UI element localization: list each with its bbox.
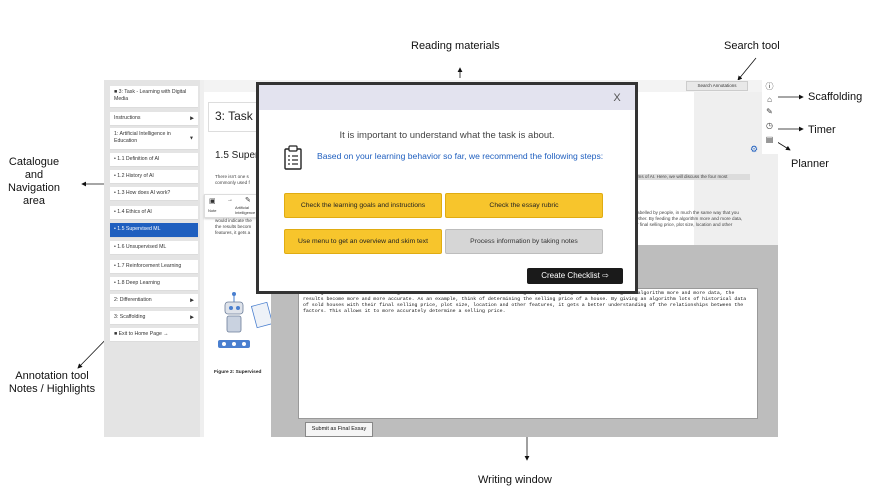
sidebar-item-task[interactable]: ■ 3: Task - Learning with Digital Media xyxy=(110,86,198,108)
callout-annotation: Annotation tool Notes / Highlights xyxy=(8,370,96,395)
checklist-icon xyxy=(284,145,302,170)
annotation-popup: ▣ Note → ✎ Artificial Intelligence xyxy=(204,194,260,218)
submit-final-essay-button[interactable]: Submit as Final Essay xyxy=(305,422,373,437)
option-learning-goals[interactable]: Check the learning goals and instruction… xyxy=(284,193,442,218)
sidebar-item-definition[interactable]: • 1.1 Definition of AI xyxy=(110,153,198,167)
callout-catalogue: Catalogue and Navigation area xyxy=(8,156,60,207)
sidebar-item-differentiation[interactable]: 2: Differentiation▶ xyxy=(110,294,198,308)
sidebar-item-instructions[interactable]: Instructions▶ xyxy=(110,112,198,126)
arrow-search xyxy=(737,57,757,81)
callout-search-tool: Search tool xyxy=(724,40,780,52)
callout-writing-window: Writing window xyxy=(478,474,552,486)
option-menu-overview[interactable]: Use menu to get an overview and skim tex… xyxy=(284,229,442,254)
sidebar-item-scaffolding[interactable]: 3: Scaffolding▶ xyxy=(110,311,198,325)
sidebar-item-supervised-ml[interactable]: • 1.5 Supervised ML xyxy=(110,223,198,238)
callout-reading-materials: Reading materials xyxy=(411,40,500,52)
section-title: 1.5 Super xyxy=(215,150,259,161)
sidebar-item-how-ai-works[interactable]: • 1.3 How does AI work? xyxy=(110,187,198,201)
robot-illustration xyxy=(218,292,274,348)
navigation-sidebar: ■ 3: Task - Learning with Digital Media … xyxy=(104,80,200,437)
modal-lead-text: It is important to understand what the t… xyxy=(339,130,555,141)
callout-planner: Planner xyxy=(791,158,829,170)
sidebar-item-ai-in-education[interactable]: 1: Artificial Intelligence in Education▼ xyxy=(110,128,198,150)
modal-header xyxy=(259,85,635,110)
arrow-right-icon: ⇨ xyxy=(602,271,609,280)
paragraph-right-2: labelled by people, in much the same way… xyxy=(636,210,743,227)
modal-recommendation: Based on your learning behavior so far, … xyxy=(317,151,604,161)
sidebar-item-deep-learning[interactable]: • 1.8 Deep Learning xyxy=(110,277,198,291)
info-icon[interactable]: ⓘ xyxy=(765,82,774,91)
tool-iconbar xyxy=(762,80,778,154)
arrow-icon: → xyxy=(227,197,233,203)
note-icon[interactable]: ▣ xyxy=(209,198,216,205)
scaffolding-modal: X It is important to understand what the… xyxy=(256,82,638,294)
sidebar-item-reinforcement[interactable]: • 1.7 Reinforcement Learning xyxy=(110,260,198,274)
highlight-label: Artificial Intelligence xyxy=(235,205,256,215)
settings-gear-icon[interactable]: ⚙ xyxy=(750,144,759,154)
sidebar-item-ethics[interactable]: • 1.4 Ethics of AI xyxy=(110,206,198,220)
figure-caption: Figure 2: Supervised xyxy=(214,370,262,375)
pencil-icon[interactable]: ✎ xyxy=(766,107,773,116)
callout-scaffolding: Scaffolding xyxy=(808,91,863,103)
sidebar-item-exit[interactable]: ■ Exit to Home Page → xyxy=(110,328,198,342)
sidebar-item-unsupervised-ml[interactable]: • 1.6 Unsupervised ML xyxy=(110,241,198,255)
sidebar-item-history[interactable]: • 1.2 History of AI xyxy=(110,170,198,184)
callout-timer: Timer xyxy=(808,124,836,136)
close-icon[interactable]: X xyxy=(613,92,621,104)
essay-text[interactable]: The algorithm doesn't have to figure out… xyxy=(303,291,747,314)
scaffolding-icon[interactable]: ⌂ xyxy=(767,95,772,104)
highlight-icon[interactable]: ✎ xyxy=(245,197,251,204)
essay-editor[interactable]: The algorithm doesn't have to figure out… xyxy=(298,288,758,419)
create-checklist-button[interactable]: Create Checklist ⇨ xyxy=(527,268,623,284)
option-take-notes[interactable]: Process information by taking notes xyxy=(445,229,603,254)
option-essay-rubric[interactable]: Check the essay rubric xyxy=(445,193,603,218)
timer-icon[interactable]: ◷ xyxy=(766,121,773,130)
planner-icon[interactable]: ▤ xyxy=(765,135,774,144)
note-label: Note xyxy=(208,208,217,213)
page-title: 3: Task xyxy=(215,109,253,123)
paragraph-right-1: rms of AI. Here, we will discuss the fou… xyxy=(636,174,750,180)
search-annotations-button[interactable]: Search Annotations xyxy=(686,81,748,91)
